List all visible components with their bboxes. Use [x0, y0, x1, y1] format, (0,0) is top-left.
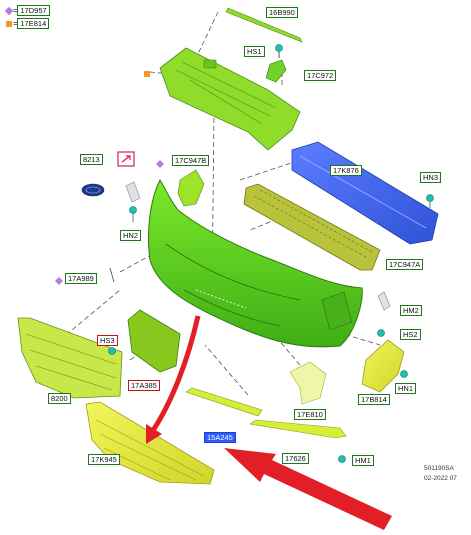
- screw-hs1-part: [275, 44, 283, 58]
- clip-17a989-part: [55, 267, 115, 285]
- legend-code: 17E814: [17, 18, 50, 29]
- side-grille: [17, 317, 123, 399]
- purple-diamond-marker: [156, 160, 164, 168]
- callout-8213: 8213: [80, 154, 103, 165]
- callout-17e810: 17E810: [294, 409, 326, 420]
- callout-17b814: 17B814: [358, 394, 390, 405]
- callout-17k876: 17K876: [330, 165, 362, 176]
- callout-17a989: 17A989: [65, 273, 97, 284]
- diamond-icon: [4, 6, 14, 16]
- callout-hn1: HN1: [395, 383, 417, 394]
- clip-hm2-part: [377, 291, 391, 311]
- orange-square-marker: [144, 71, 150, 77]
- square-icon: [6, 21, 12, 28]
- upper-carrier: [159, 47, 301, 151]
- red-arrow-short: [146, 315, 201, 444]
- small-bracket: [125, 181, 141, 203]
- fog-lamp-bezel: [361, 339, 405, 393]
- callout-17c947b: 17C947B: [172, 155, 210, 166]
- callout-17626: 17626: [282, 453, 309, 464]
- legend-code: 17D957: [17, 5, 50, 16]
- legend-item-square: =17E814: [6, 18, 50, 29]
- clip-hn2-part: [129, 206, 137, 222]
- reinforcement-beam: [291, 141, 439, 245]
- ford-emblem: [81, 183, 105, 197]
- trim-17e810-part: [289, 361, 327, 405]
- red-arrow-long: [224, 448, 392, 530]
- clip-hn1-part: [400, 370, 408, 378]
- screw-hs3-part: [108, 347, 116, 355]
- legend-item-diamond: =17D957: [4, 5, 50, 16]
- screw-hs2-part: [377, 329, 385, 337]
- callout-hn2: HN2: [120, 230, 142, 241]
- callout-16b990: 16B990: [266, 7, 298, 18]
- bracket-17c947b-part: [177, 169, 205, 207]
- callout-hs1: HS1: [244, 46, 265, 57]
- callout-hn3: HN3: [420, 172, 442, 183]
- strip-17626-part: [249, 419, 347, 439]
- clip-hm1-part: [338, 455, 346, 463]
- diagram-code: 501190SA: [424, 465, 454, 472]
- arrow-icon: [117, 151, 135, 167]
- energy-absorber: [243, 183, 381, 271]
- callout-15a245: 15A245: [204, 432, 236, 443]
- callout-17k945: 17K945: [88, 454, 120, 465]
- trim-15a245-part: [185, 387, 263, 417]
- diagram-date: 02-2022 07: [424, 475, 457, 482]
- upper-trim-bar: [225, 7, 303, 43]
- callout-17c972: 17C972: [304, 70, 337, 81]
- callout-hs3: HS3: [97, 335, 118, 346]
- callout-8200: 8200: [48, 393, 71, 404]
- lower-grille: [85, 401, 215, 485]
- bracket-17c972: [265, 59, 287, 83]
- bumper-cover: [148, 178, 363, 348]
- callout-hm2: HM2: [400, 305, 422, 316]
- bracket-17a385-part: [127, 309, 181, 373]
- callout-hs2: HS2: [400, 329, 421, 340]
- callout-17c947a: 17C947A: [386, 259, 424, 270]
- clip-hn3-part: [426, 194, 434, 208]
- callout-17a385: 17A385: [128, 380, 160, 391]
- callout-hm1: HM1: [352, 455, 374, 466]
